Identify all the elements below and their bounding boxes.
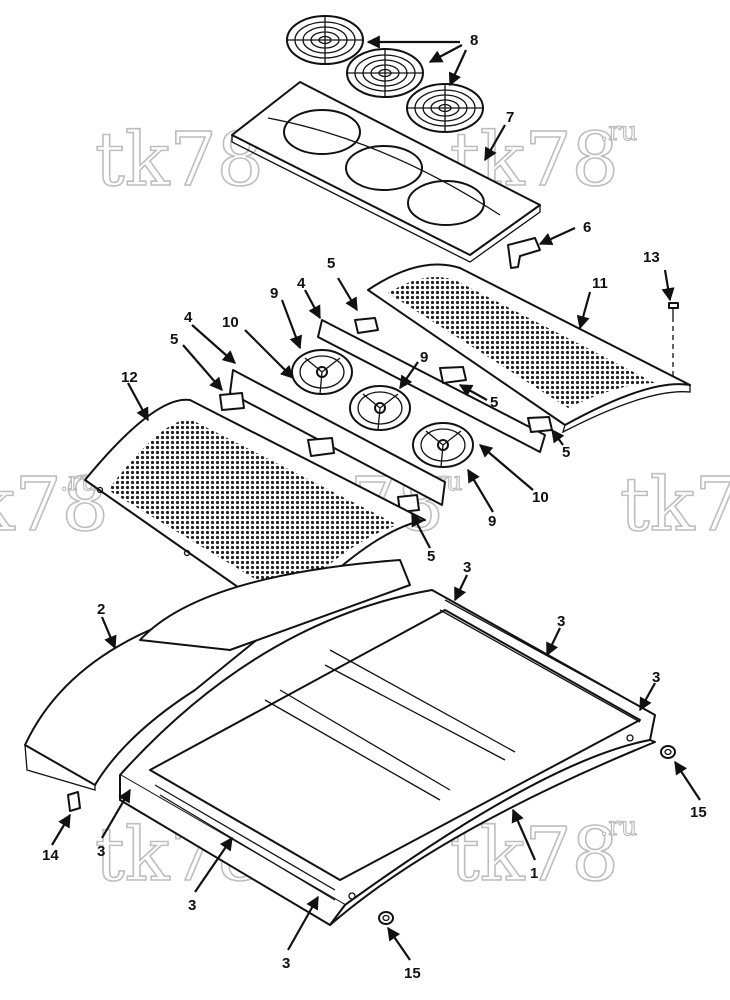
fan-guard-3 — [406, 83, 484, 133]
callout-5-left: 5 — [170, 331, 178, 348]
grommet-bottom — [378, 911, 394, 925]
callout-15-right: 15 — [690, 804, 707, 821]
fan-rail-lower — [219, 369, 446, 513]
end-cap-part-2 — [24, 559, 411, 791]
callout-3-left: 3 — [97, 843, 105, 860]
callout-3-top: 3 — [463, 559, 471, 576]
fan-plate — [231, 81, 541, 263]
leader-lines — [51, 35, 701, 961]
fan-guard-2 — [346, 48, 424, 98]
callout-15-bottom: 15 — [404, 965, 421, 982]
fan-rail-upper — [317, 317, 553, 453]
main-housing — [119, 589, 656, 926]
fan-guard-1 — [286, 15, 364, 65]
grommet-right — [660, 745, 676, 759]
callout-4-top: 4 — [297, 275, 306, 292]
callout-3-mid: 3 — [557, 613, 565, 630]
callout-4-left: 4 — [184, 309, 193, 326]
mesh-panel-right — [367, 263, 691, 434]
callout-14: 14 — [42, 847, 59, 864]
clip-part-14 — [67, 791, 81, 812]
callout-13: 13 — [643, 249, 660, 266]
fan-assembly-1 — [291, 349, 353, 395]
svg-text:.ru: .ru — [600, 812, 637, 842]
callout-12: 12 — [121, 369, 138, 386]
callout-3-bottom-left: 3 — [188, 897, 196, 914]
fan-assembly-2 — [349, 385, 411, 431]
callout-5-right-upper: 5 — [490, 394, 498, 411]
callout-5-right-lower: 5 — [562, 444, 570, 461]
callout-9-left: 9 — [270, 285, 278, 302]
fan-assembly-3 — [412, 422, 474, 468]
callout-2: 2 — [97, 601, 105, 618]
bracket-part-6 — [507, 237, 541, 269]
callout-7: 7 — [506, 109, 514, 126]
callout-labels: 8 7 6 13 11 5 4 9 10 4 5 12 9 5 5 10 9 5… — [42, 32, 707, 982]
callout-3-bottom: 3 — [282, 955, 290, 972]
callout-6: 6 — [583, 219, 591, 236]
callout-5-top: 5 — [327, 255, 335, 272]
callout-10-right: 10 — [532, 489, 549, 506]
callout-11: 11 — [592, 275, 608, 292]
callout-3-right: 3 — [652, 669, 660, 686]
callout-10-left: 10 — [222, 314, 239, 331]
svg-text:tk78: tk78 — [620, 462, 730, 548]
callout-5-bottom: 5 — [427, 548, 435, 565]
callout-9-bottom: 9 — [488, 513, 496, 530]
svg-text:.ru: .ru — [600, 117, 637, 147]
callout-8: 8 — [470, 32, 478, 49]
watermark-mid-right: tk78 — [619, 461, 730, 549]
callout-9-center: 9 — [420, 349, 428, 366]
screw-part-13 — [668, 302, 679, 380]
callout-1: 1 — [530, 865, 538, 882]
